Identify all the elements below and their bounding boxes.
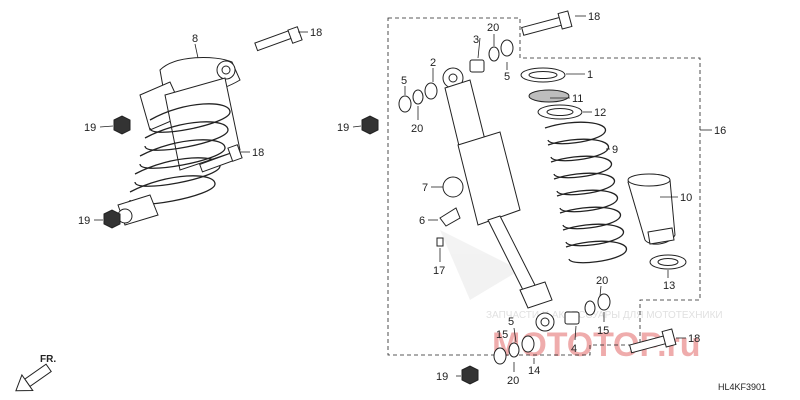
- damper-top-eye-hole: [448, 73, 458, 83]
- coil-spring: [544, 121, 627, 264]
- damper-bottom-eye-hole: [540, 317, 550, 327]
- shock-top-eye-hole: [221, 65, 231, 75]
- callout-17: 17: [433, 265, 445, 277]
- callout-20: 20: [411, 123, 423, 135]
- callout-18: 18: [310, 27, 322, 39]
- arrow-icon: [15, 363, 52, 392]
- washer-icon: [412, 89, 424, 105]
- spring-seat-stopper-hole: [528, 71, 558, 79]
- callout-20: 20: [487, 22, 499, 34]
- lock-ring: [528, 89, 570, 103]
- callout-18: 18: [588, 11, 600, 23]
- washer-icon: [488, 46, 500, 62]
- callout-8: 8: [192, 33, 198, 45]
- callout-1: 1: [587, 69, 593, 81]
- callout-20: 20: [596, 275, 608, 287]
- nut-icon: [361, 115, 379, 135]
- callout-13: 13: [663, 280, 675, 292]
- seal-icon: [424, 82, 438, 100]
- seal-icon: [500, 39, 514, 57]
- callout-6: 6: [419, 215, 425, 227]
- bushings-and-washers: [361, 39, 611, 385]
- o-ring-icon: [442, 176, 464, 198]
- watermark-wing-shape: [440, 230, 520, 300]
- front-direction-indicator: FR.: [15, 354, 56, 392]
- seal-icon: [597, 293, 611, 311]
- callout-19: 19: [337, 122, 349, 134]
- callout-5: 5: [508, 316, 514, 328]
- callout-19: 19: [436, 371, 448, 383]
- callout-4: 4: [571, 343, 577, 355]
- callouts: 8 18 18 19 19 20 3 5 18 2 5 20 19 1 11 1…: [78, 11, 726, 387]
- bolt-icon: [254, 26, 303, 52]
- callout-16: 16: [714, 125, 726, 137]
- callout-19: 19: [78, 215, 90, 227]
- valve-cap-icon: [439, 207, 461, 227]
- washer-icon: [584, 300, 596, 316]
- washer-icon: [508, 342, 520, 358]
- lower-spring-seat: [649, 254, 687, 270]
- damper-lower-collar: [519, 281, 553, 309]
- valve-core-icon: [436, 237, 444, 247]
- seal-icon: [521, 335, 535, 353]
- callout-12: 12: [594, 107, 606, 119]
- nut-icon: [113, 115, 131, 135]
- bushing-icon: [469, 59, 485, 73]
- callout-2: 2: [430, 57, 436, 69]
- callout-15: 15: [597, 325, 609, 337]
- diagram-code: HL4KF3901: [718, 382, 766, 392]
- bolt-icon: [628, 328, 677, 354]
- callout-5: 5: [504, 71, 510, 83]
- exploded-damper: [442, 67, 555, 332]
- callout-20: 20: [507, 375, 519, 387]
- nut-icon: [461, 365, 479, 385]
- bolt-icon: [199, 144, 243, 173]
- spring-protector: [627, 173, 676, 245]
- seal-icon: [398, 95, 412, 113]
- watermark: ЗАПЧАСТИ И АКСЕССУАРЫ ДЛЯ МОТОТЕХНИКИ МО…: [440, 230, 723, 364]
- callout-15: 15: [496, 329, 508, 341]
- callout-14: 14: [528, 365, 540, 377]
- spring-seat-hole: [546, 108, 574, 116]
- bolt-icon: [521, 10, 573, 36]
- callout-5: 5: [401, 75, 407, 87]
- callout-19: 19: [84, 122, 96, 134]
- callout-9: 9: [612, 144, 618, 156]
- callout-18: 18: [688, 333, 700, 345]
- callout-11: 11: [572, 93, 583, 105]
- left-hardware: [103, 26, 303, 229]
- callout-3: 3: [473, 34, 479, 46]
- seal-icon: [493, 347, 507, 365]
- callout-18: 18: [252, 147, 264, 159]
- leader-lines: [94, 15, 712, 377]
- spring-stack: [520, 67, 627, 264]
- callout-10: 10: [680, 192, 692, 204]
- nut-icon: [103, 209, 121, 229]
- callout-7: 7: [422, 182, 428, 194]
- assembled-shock: [117, 57, 241, 226]
- damper-cylinder: [457, 131, 521, 226]
- assembly-boundary: [387, 17, 701, 356]
- bushing-icon: [564, 311, 580, 325]
- front-label: FR.: [40, 354, 56, 365]
